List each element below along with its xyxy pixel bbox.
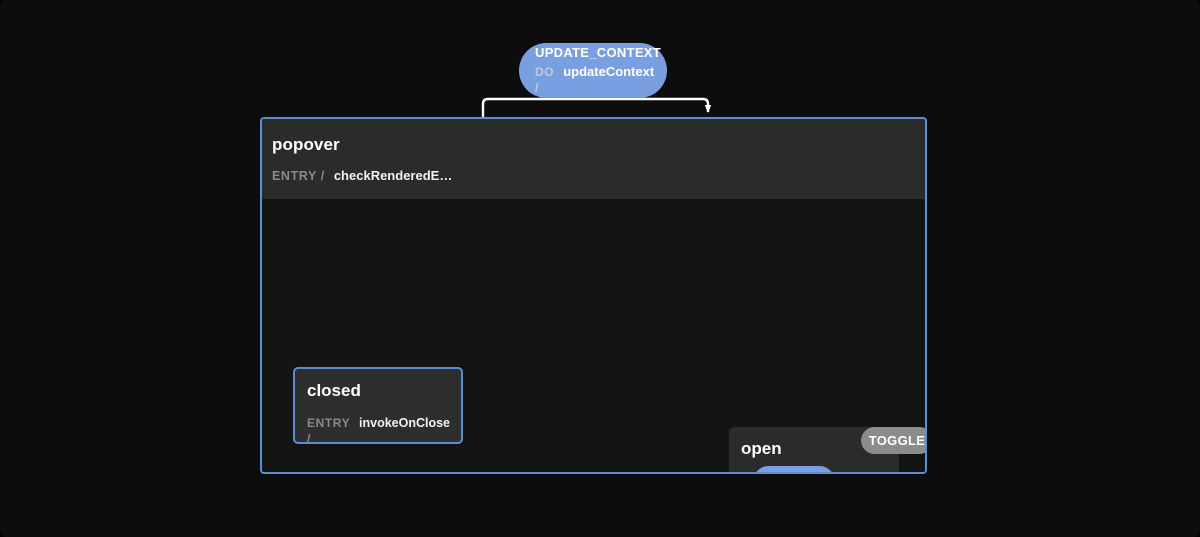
event-name: TOGGLE xyxy=(868,433,926,448)
machine-entry-action: ENTRY / checkRenderedE… xyxy=(272,168,925,185)
entry-action-name: invokeOnClose xyxy=(359,416,451,430)
state-name-open: open xyxy=(741,439,782,458)
machine-body: closed ENTRY / invokeOnClose open ENTRY … xyxy=(262,199,925,472)
entry-keyword: ENTRY / xyxy=(307,416,351,446)
edge-update-context xyxy=(481,97,712,117)
event-chip-toggle-disabled[interactable]: TOGGLE xyxy=(861,427,926,454)
event-name: UPDATE_CONTEXT xyxy=(535,44,662,60)
state-node-closed[interactable]: closed ENTRY / invokeOnClose xyxy=(293,367,463,447)
entry-action-name: checkRenderedE… xyxy=(333,168,453,183)
state-closed-entry-action: ENTRY / invokeOnClose xyxy=(307,415,451,447)
state-name-closed: closed xyxy=(307,381,361,400)
entry-keyword: ENTRY / xyxy=(272,169,325,183)
machine-header: popover ENTRY / checkRenderedE… xyxy=(262,119,925,199)
machine-title: popover xyxy=(272,135,340,154)
event-chip-toggle-enabled[interactable]: TOGGLE xyxy=(754,466,834,475)
event-do-action: DO / updateContext xyxy=(535,64,654,96)
do-action-name: updateContext xyxy=(563,63,655,79)
event-chip-update-context[interactable]: UPDATE_CONTEXT DO / updateContext xyxy=(519,43,667,98)
machine-popover[interactable]: popover ENTRY / checkRenderedE… closed E… xyxy=(260,117,927,474)
do-keyword: DO / xyxy=(535,64,555,95)
event-name: TOGGLE xyxy=(766,473,822,475)
